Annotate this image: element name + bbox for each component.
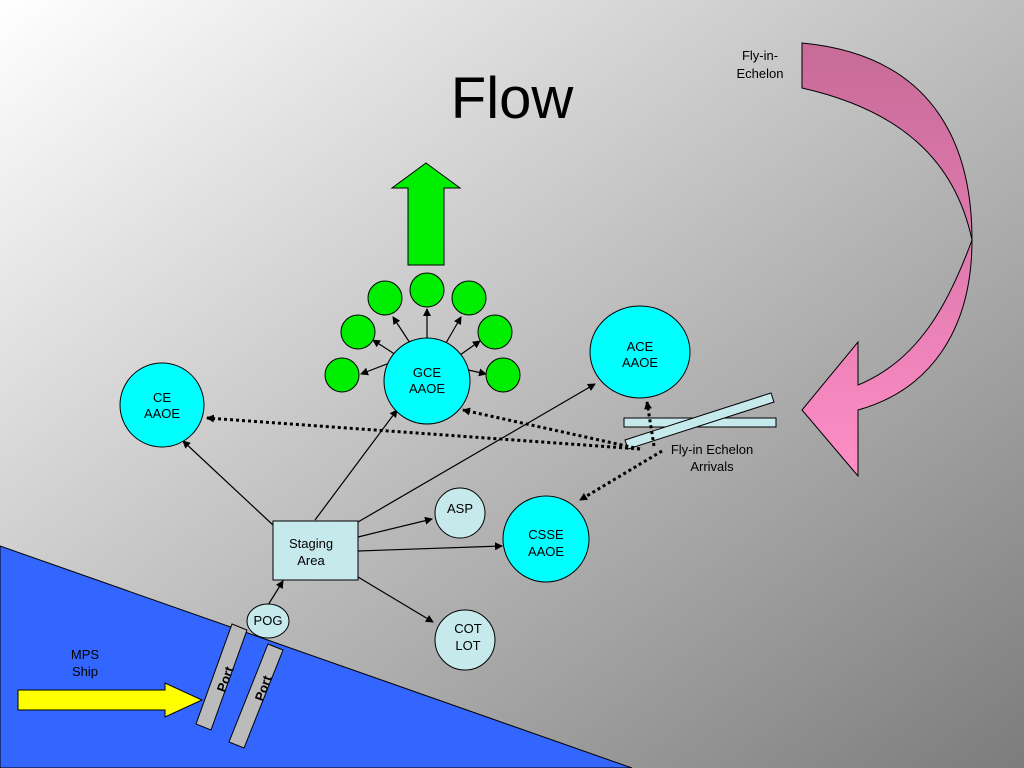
node-ace-label-1: ACE <box>627 339 654 354</box>
node-ace: ACE AAOE <box>589 305 691 399</box>
fly-in-arrivals-label-2: Arrivals <box>690 459 734 474</box>
mps-ship-label-2: Ship <box>72 664 98 679</box>
node-staging-area: Staging Area <box>272 520 359 581</box>
node-pog-label: POG <box>254 613 283 628</box>
staging-arrows <box>182 383 596 623</box>
mps-ship-label-1: MPS <box>71 647 100 662</box>
node-ce-label-1: CE <box>153 390 171 405</box>
gce-unit-circle <box>409 272 445 308</box>
node-gce: GCE AAOE <box>383 337 471 425</box>
gce-unit-circle <box>367 280 403 316</box>
node-csse-label-2: AAOE <box>528 544 564 559</box>
node-staging-label-1: Staging <box>289 536 333 551</box>
fly-in-curved-arrow <box>801 42 973 478</box>
fly-in-echelon-label-2: Echelon <box>737 66 784 81</box>
gce-unit-circle <box>324 357 360 393</box>
node-csse: CSSE AAOE <box>502 495 590 583</box>
sea-area <box>0 545 633 768</box>
node-pog: POG <box>246 603 290 639</box>
gce-unit-circle <box>451 280 487 316</box>
node-gce-label-1: GCE <box>413 365 442 380</box>
node-gce-label-2: AAOE <box>409 381 445 396</box>
node-staging-label-2: Area <box>297 553 325 568</box>
gce-unit-circle <box>477 314 513 350</box>
node-csse-label-1: CSSE <box>528 527 564 542</box>
node-asp: ASP <box>434 487 486 539</box>
node-ce-label-2: AAOE <box>144 406 180 421</box>
node-cot-label-2: LOT <box>455 638 480 653</box>
gce-unit-circle <box>485 357 521 393</box>
fly-in-arrivals-label-1: Fly-in Echelon <box>671 442 753 457</box>
node-ce: CE AAOE <box>119 362 205 448</box>
node-ace-label-2: AAOE <box>622 355 658 370</box>
fly-in-echelon-label-1: Fly-in- <box>742 48 778 63</box>
node-cot-lot: COT LOT <box>434 609 496 671</box>
node-cot-label-1: COT <box>454 621 482 636</box>
page-title: Flow <box>451 66 575 131</box>
gce-unit-arrows <box>360 308 487 377</box>
arrival-dotted-arrows <box>206 401 663 502</box>
green-up-arrow <box>390 162 462 266</box>
node-asp-label: ASP <box>447 501 473 516</box>
gce-units <box>324 272 521 393</box>
gce-unit-circle <box>340 314 376 350</box>
mps-ship-arrow <box>17 682 204 718</box>
